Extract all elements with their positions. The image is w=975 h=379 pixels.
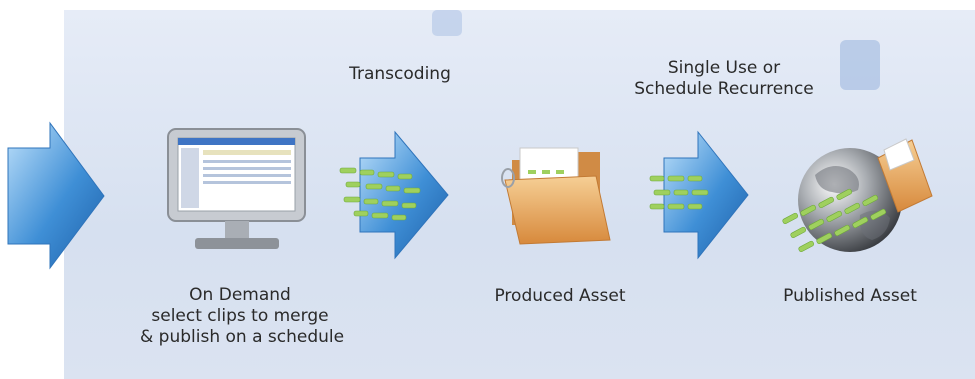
label-single-use: Single Use or Schedule Recurrence <box>624 58 824 100</box>
flow-arrow-icon <box>7 121 105 270</box>
label-transcoding: Transcoding <box>349 64 451 84</box>
data-stream-icon <box>339 167 421 221</box>
label-on-demand-line1: On Demand <box>189 285 291 305</box>
globe-icon <box>798 138 933 252</box>
label-single-use-line1: Single Use or <box>667 58 781 78</box>
flow-arrow-icon <box>359 130 449 260</box>
monitor-icon <box>167 128 306 249</box>
label-on-demand: On Demand select clips to merge & publis… <box>140 285 345 348</box>
label-on-demand-line2: select clips to merge <box>151 306 329 326</box>
decor-square <box>840 40 880 90</box>
label-published-asset: Published Asset <box>783 286 917 306</box>
label-on-demand-line3: & publish on a schedule <box>140 327 345 347</box>
folder-icon <box>501 147 611 245</box>
decor-square <box>432 10 462 36</box>
label-produced-asset: Produced Asset <box>494 286 626 306</box>
label-single-use-line2: Schedule Recurrence <box>634 79 814 99</box>
data-stream-icon <box>649 175 709 210</box>
data-stream-icon <box>782 188 887 252</box>
